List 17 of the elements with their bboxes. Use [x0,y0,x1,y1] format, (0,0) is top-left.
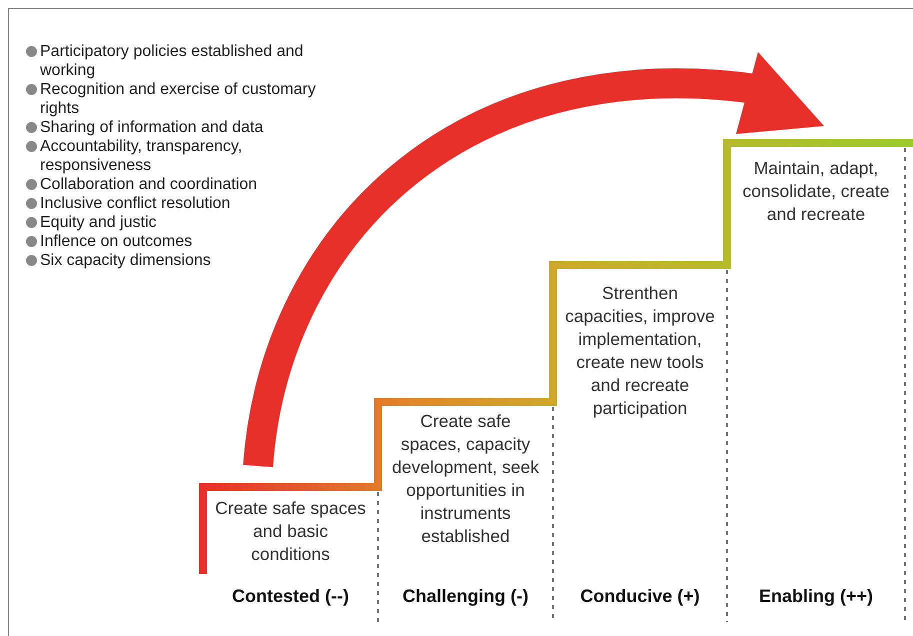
step-description: Create safe spaces, capacity development, seek opportunities in instruments established [391,410,540,548]
bullet-item: Recognition and exercise of customary rights [40,80,320,118]
bullet-item: Collaboration and coordination [40,175,320,194]
step-description: Maintain, adapt, consolidate, create and recreate [742,157,890,226]
stage-label: Challenging (-) [402,586,530,607]
stage-label: Conducive (+) [579,586,701,607]
stage-label: Enabling (++) [758,586,874,607]
bullet-item: Accountability, transparency, responsiveness [40,137,320,175]
step-description: Strenthen capacities, improve implementation, create new tools and recreate participation [564,282,716,420]
bullet-item: Equity and justic [40,213,320,232]
bullet-item: Participatory policies established and working [40,42,320,80]
bullet-item: Sharing of information and data [40,118,320,137]
bullet-item: Inclusive conflict resolution [40,194,320,213]
bullet-item: Six capacity dimensions [40,251,320,270]
stage-label: Contested (--) [231,586,350,607]
step-description: Create safe spaces and basic conditions [214,497,367,566]
bullet-item: Inflence on outcomes [40,232,320,251]
